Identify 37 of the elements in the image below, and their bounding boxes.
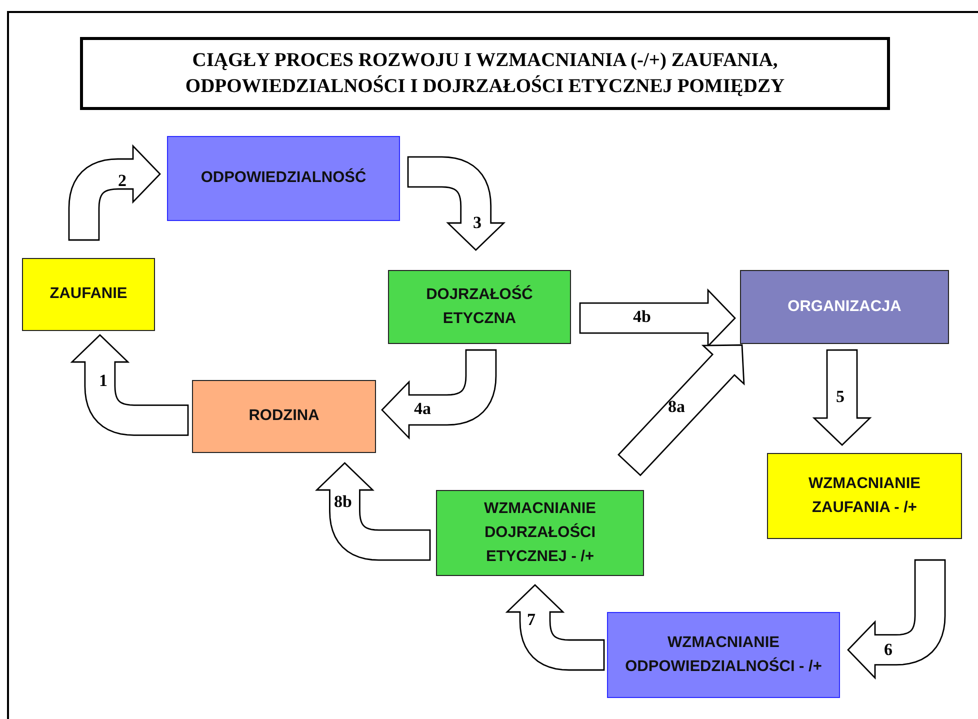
process-box bbox=[740, 270, 949, 344]
edge-label: 3 bbox=[473, 214, 482, 231]
block-arrow bbox=[847, 559, 946, 680]
block-arrow bbox=[407, 156, 506, 251]
edge-label: 8b bbox=[334, 493, 352, 510]
process-box bbox=[607, 612, 840, 698]
node-label: DOJRZAŁOŚĆ ETYCZNA bbox=[425, 284, 534, 329]
node-label: ORGANIZACJA bbox=[786, 296, 902, 317]
process-box bbox=[167, 136, 400, 221]
node-label: ZAUFANIE bbox=[48, 284, 128, 304]
block-arrow bbox=[314, 462, 431, 561]
title: CIĄGŁY PROCES ROZWOJU I WZMACNIANIA (-/+) ZAUFANIA, ODPOWIEDZIALNOŚCI I DOJRZAŁOŚCI ETYCZNEJ POMIĘDZY bbox=[184, 49, 786, 98]
block-arrow bbox=[68, 144, 161, 241]
block-arrow bbox=[579, 288, 736, 348]
process-box bbox=[767, 453, 962, 539]
edge-label: 4b bbox=[633, 308, 651, 325]
process-box bbox=[192, 380, 376, 453]
node-label: WZMACNIANIE DOJRZAŁOŚCI ETYCZNEJ - /+ bbox=[483, 498, 597, 567]
block-arrow bbox=[381, 349, 497, 440]
edge-label: 4a bbox=[414, 400, 431, 417]
edge-label: 6 bbox=[884, 641, 892, 658]
node-label: ODPOWIEDZIALNOŚĆ bbox=[200, 167, 368, 188]
process-box bbox=[22, 258, 155, 331]
edge-label: 7 bbox=[527, 611, 536, 628]
block-arrow bbox=[505, 584, 605, 671]
edge-label: 1 bbox=[99, 372, 108, 389]
process-box bbox=[388, 270, 571, 344]
edge-label: 8a bbox=[668, 398, 685, 415]
block-arrow bbox=[618, 344, 745, 476]
block-arrow bbox=[812, 349, 872, 446]
block-arrow bbox=[70, 334, 189, 436]
edge-label: 2 bbox=[118, 172, 126, 189]
process-box bbox=[436, 490, 644, 576]
node-label: WZMACNIANIE ZAUFANIA - /+ bbox=[808, 474, 922, 518]
node-label: RODZINA bbox=[248, 406, 320, 426]
node-label: WZMACNIANIE ODPOWIEDZIALNOŚCI - /+ bbox=[624, 632, 823, 677]
edge-label: 5 bbox=[836, 388, 844, 405]
